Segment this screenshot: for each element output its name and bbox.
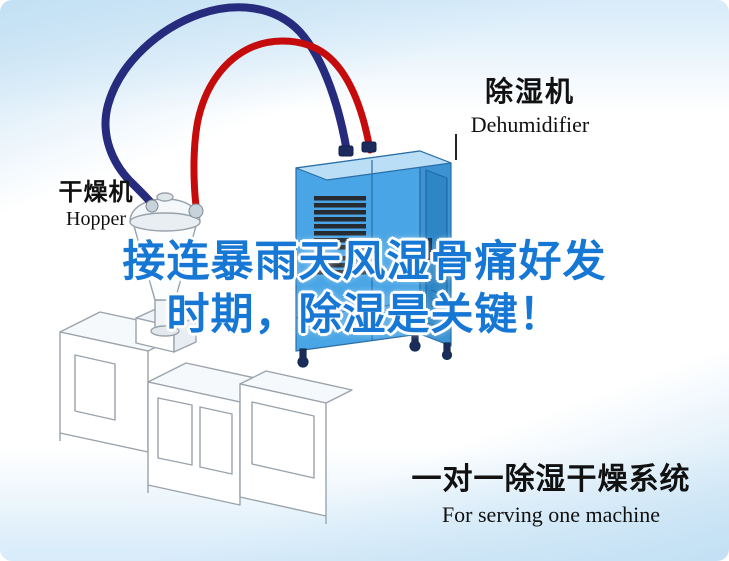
headline-line-2: 时期，除湿是关键！ xyxy=(166,291,563,339)
door-louvers xyxy=(430,289,445,320)
air-vent-grille xyxy=(314,196,366,275)
hopper-label: 干燥机 Hopper xyxy=(46,172,146,231)
hose-connectors xyxy=(145,141,377,219)
hopper-illustration xyxy=(129,192,201,337)
hopper-hose-fitting-right xyxy=(188,203,204,219)
dehumidifier-pointer-line xyxy=(455,134,457,160)
hopper-label-cn: 干燥机 xyxy=(58,179,134,206)
dehumidifier-top-panel xyxy=(295,150,452,181)
caption-cn: 一对一除湿干燥系统 xyxy=(411,463,691,496)
dehumidifier-label-en: Dehumidifier xyxy=(470,112,590,137)
dehumidifier-label: 除湿机 Dehumidifier xyxy=(440,70,620,138)
caption-block: 一对一除湿干燥系统 For serving one machine xyxy=(400,454,702,528)
headline: 接连暴雨天风湿骨痛好发 时期，除湿是关键！ xyxy=(0,236,729,342)
hopper-lid-knob xyxy=(156,192,174,202)
caster-wheels xyxy=(297,332,453,368)
headline-line-1: 接连暴雨天风湿骨痛好发 xyxy=(122,238,607,286)
hopper-label-en: Hopper xyxy=(66,208,126,230)
door-handle xyxy=(428,238,432,260)
caption-en: For serving one machine xyxy=(441,502,661,527)
navy-air-hose xyxy=(101,3,351,209)
dehumidifier-label-cn: 除湿机 xyxy=(484,76,575,107)
red-air-hose xyxy=(190,37,374,210)
hopper-hose-fitting-left xyxy=(145,199,159,213)
dehumidifier-illustration xyxy=(295,150,453,368)
extruder-machine-illustration xyxy=(59,307,353,524)
